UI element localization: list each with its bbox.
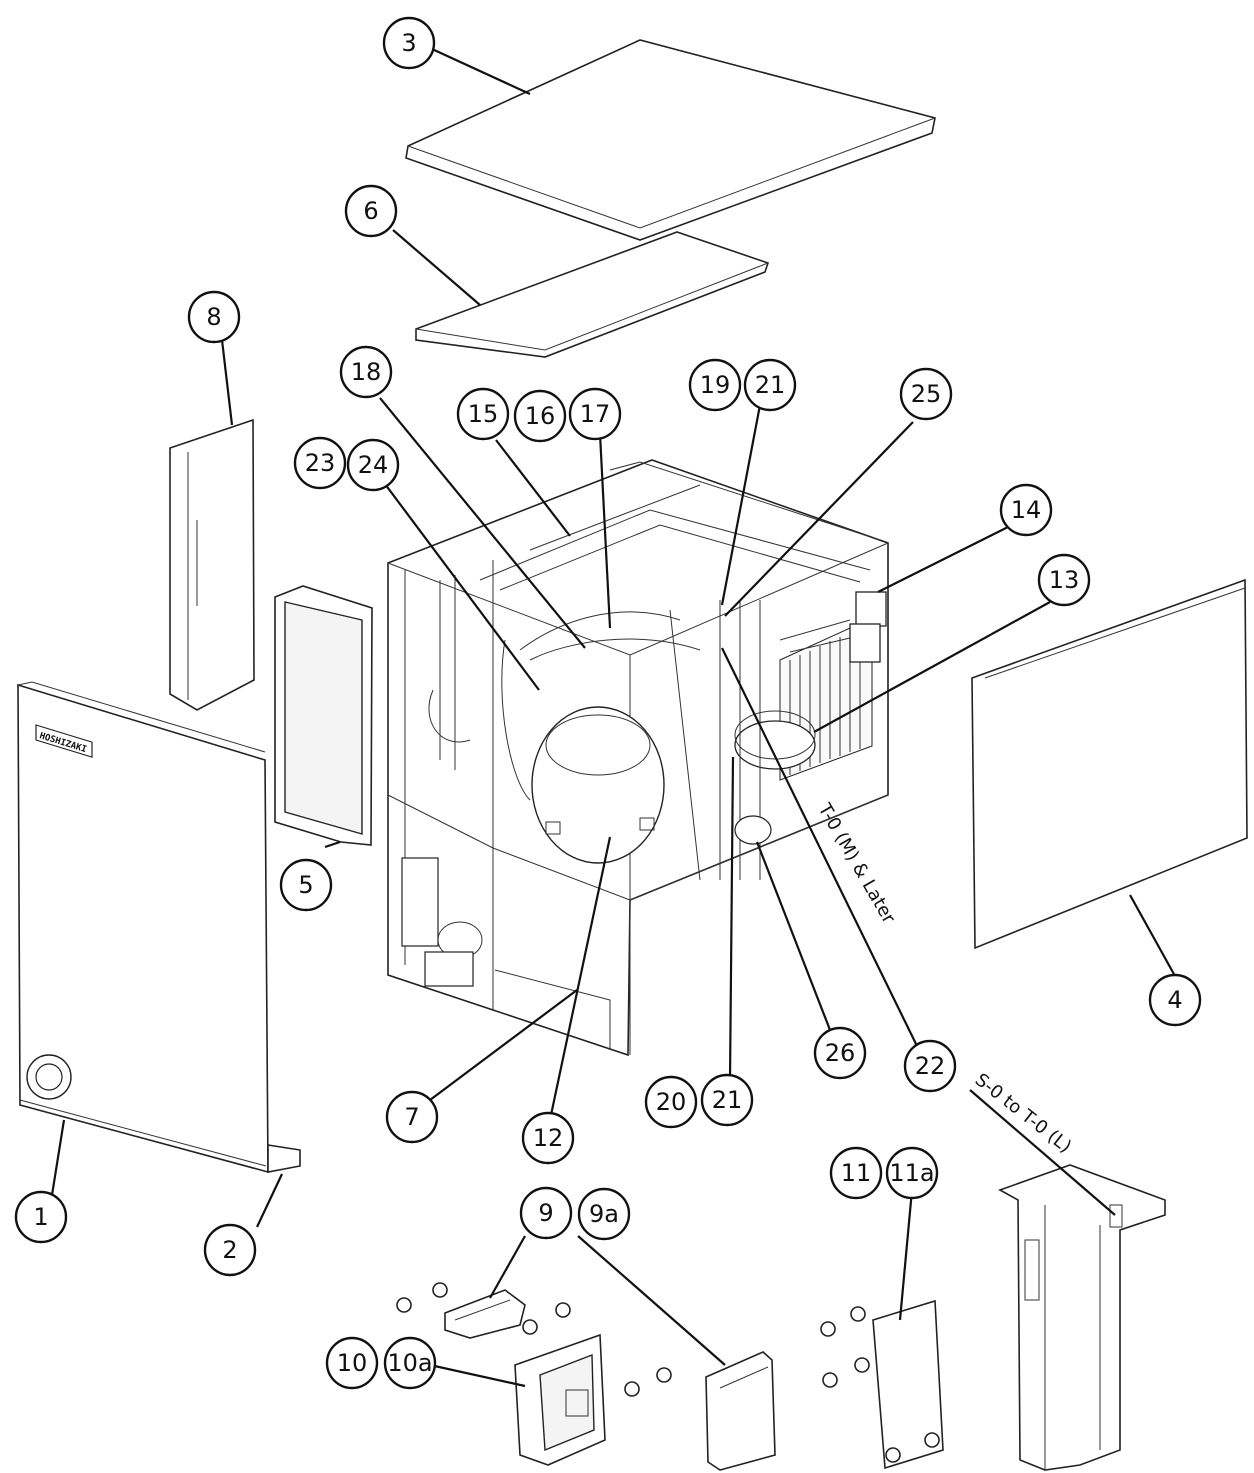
svg-text:2: 2 bbox=[222, 1236, 237, 1264]
note-earlier-models: S-0 to T-0 (L) bbox=[971, 1069, 1075, 1157]
callout-1: 1 bbox=[14, 1190, 68, 1244]
svg-text:9a: 9a bbox=[589, 1200, 619, 1228]
svg-text:26: 26 bbox=[825, 1039, 856, 1067]
callout-4: 4 bbox=[1148, 973, 1202, 1027]
part-earlier-control-column bbox=[998, 1164, 1166, 1471]
part-control-box bbox=[514, 1333, 606, 1466]
part-insulation-panel bbox=[274, 585, 373, 846]
callout-7: 7 bbox=[385, 1090, 439, 1144]
callout-10: 10 bbox=[325, 1336, 379, 1390]
callout-20: 20 bbox=[644, 1075, 698, 1129]
callout-13: 13 bbox=[1037, 553, 1091, 607]
svg-text:7: 7 bbox=[404, 1103, 419, 1131]
part-bracket-9 bbox=[396, 1282, 571, 1339]
part-right-side-panel bbox=[971, 578, 1248, 950]
callout-22: 22 bbox=[903, 1039, 957, 1093]
callout-25: 25 bbox=[899, 367, 953, 421]
callout-16: 16 bbox=[513, 389, 567, 443]
callout-12: 12 bbox=[521, 1111, 575, 1165]
svg-text:9: 9 bbox=[538, 1199, 553, 1227]
callout-19: 19 bbox=[688, 358, 742, 412]
svg-text:17: 17 bbox=[580, 400, 611, 428]
svg-text:15: 15 bbox=[468, 400, 499, 428]
svg-text:21: 21 bbox=[712, 1086, 743, 1114]
svg-text:24: 24 bbox=[358, 451, 389, 479]
callout-9: 9 bbox=[519, 1186, 573, 1240]
callout-11a: 11a bbox=[885, 1146, 939, 1200]
svg-text:8: 8 bbox=[206, 303, 221, 331]
part-cover-plate bbox=[624, 1351, 776, 1471]
svg-text:16: 16 bbox=[525, 402, 556, 430]
callout-8: 8 bbox=[187, 290, 241, 344]
part-front-panel: HOSHIZAKI bbox=[17, 681, 269, 1174]
compressor bbox=[531, 706, 665, 864]
callout-14: 14 bbox=[999, 483, 1053, 537]
part-mounting-plate bbox=[820, 1299, 944, 1470]
svg-text:1: 1 bbox=[33, 1203, 48, 1231]
note-later-models: T-0 (M) & Later bbox=[813, 799, 899, 928]
svg-text:23: 23 bbox=[305, 449, 336, 477]
callout-2: 2 bbox=[203, 1223, 257, 1277]
part-bottom-strip bbox=[267, 1144, 301, 1173]
svg-text:13: 13 bbox=[1049, 566, 1080, 594]
svg-text:14: 14 bbox=[1011, 496, 1042, 524]
callout-21-upper: 21 bbox=[743, 358, 797, 412]
svg-text:19: 19 bbox=[700, 371, 731, 399]
svg-text:11: 11 bbox=[841, 1159, 872, 1187]
svg-text:25: 25 bbox=[911, 380, 942, 408]
part-top-panel bbox=[405, 39, 936, 241]
callout-11: 11 bbox=[829, 1146, 883, 1200]
svg-text:12: 12 bbox=[533, 1124, 564, 1152]
callout-26: 26 bbox=[813, 1026, 867, 1080]
svg-text:22: 22 bbox=[915, 1052, 946, 1080]
svg-text:11a: 11a bbox=[889, 1159, 934, 1187]
svg-text:4: 4 bbox=[1167, 986, 1182, 1014]
leader-lines bbox=[50, 48, 1176, 1388]
callout-15: 15 bbox=[456, 387, 510, 441]
svg-text:18: 18 bbox=[351, 358, 382, 386]
callout-3: 3 bbox=[382, 16, 436, 70]
callout-23: 23 bbox=[293, 436, 347, 490]
svg-text:20: 20 bbox=[656, 1088, 687, 1116]
callout-10a: 10a bbox=[383, 1336, 437, 1390]
callout-21-lower: 21 bbox=[700, 1073, 754, 1127]
callout-5: 5 bbox=[279, 858, 333, 912]
callout-9a: 9a bbox=[577, 1187, 631, 1241]
svg-text:3: 3 bbox=[401, 29, 416, 57]
logo-seal bbox=[26, 1054, 72, 1100]
svg-text:21: 21 bbox=[755, 371, 786, 399]
svg-text:6: 6 bbox=[363, 197, 378, 225]
svg-text:5: 5 bbox=[298, 871, 313, 899]
main-cabinet-assembly bbox=[387, 459, 889, 1057]
svg-text:10a: 10a bbox=[387, 1349, 432, 1377]
svg-text:10: 10 bbox=[337, 1349, 368, 1377]
callout-24: 24 bbox=[346, 438, 400, 492]
callout-17: 17 bbox=[568, 387, 622, 441]
part-inner-top-cover bbox=[415, 231, 770, 358]
callout-6: 6 bbox=[344, 184, 398, 238]
callout-18: 18 bbox=[339, 345, 393, 399]
part-side-panel-narrow bbox=[169, 418, 255, 711]
